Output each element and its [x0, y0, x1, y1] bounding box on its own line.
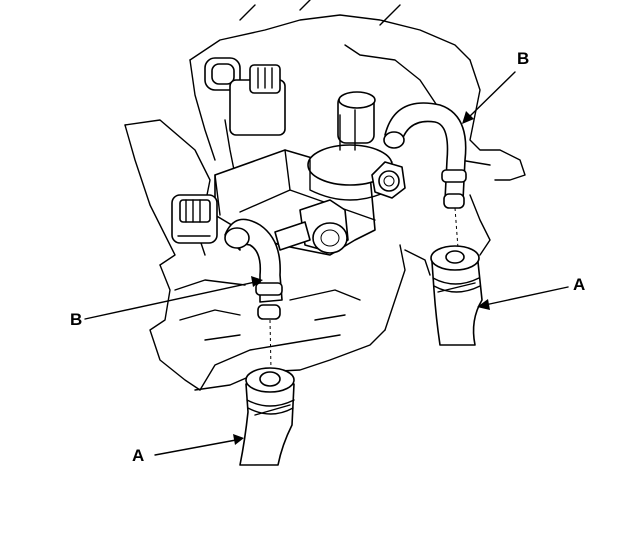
- label-b-upper: B: [517, 49, 530, 68]
- hose-a-right: [430, 245, 483, 346]
- upper-valve: [307, 91, 393, 201]
- electrical-connector-left: [171, 194, 218, 244]
- label-a-left: A: [132, 446, 145, 465]
- label-b-lower: B: [70, 310, 83, 329]
- lower-valve: [274, 199, 349, 254]
- alignment-line-right: [454, 207, 459, 249]
- pipe-b-lower: [224, 218, 283, 320]
- connector-top: [204, 57, 286, 136]
- pipe-b-upper: [383, 102, 467, 209]
- upper-bolt: [371, 161, 406, 199]
- hose-a-left: [239, 367, 295, 466]
- label-a-right: A: [573, 275, 586, 294]
- leader-arrows: [84, 71, 569, 456]
- alignment-line-left: [269, 319, 272, 371]
